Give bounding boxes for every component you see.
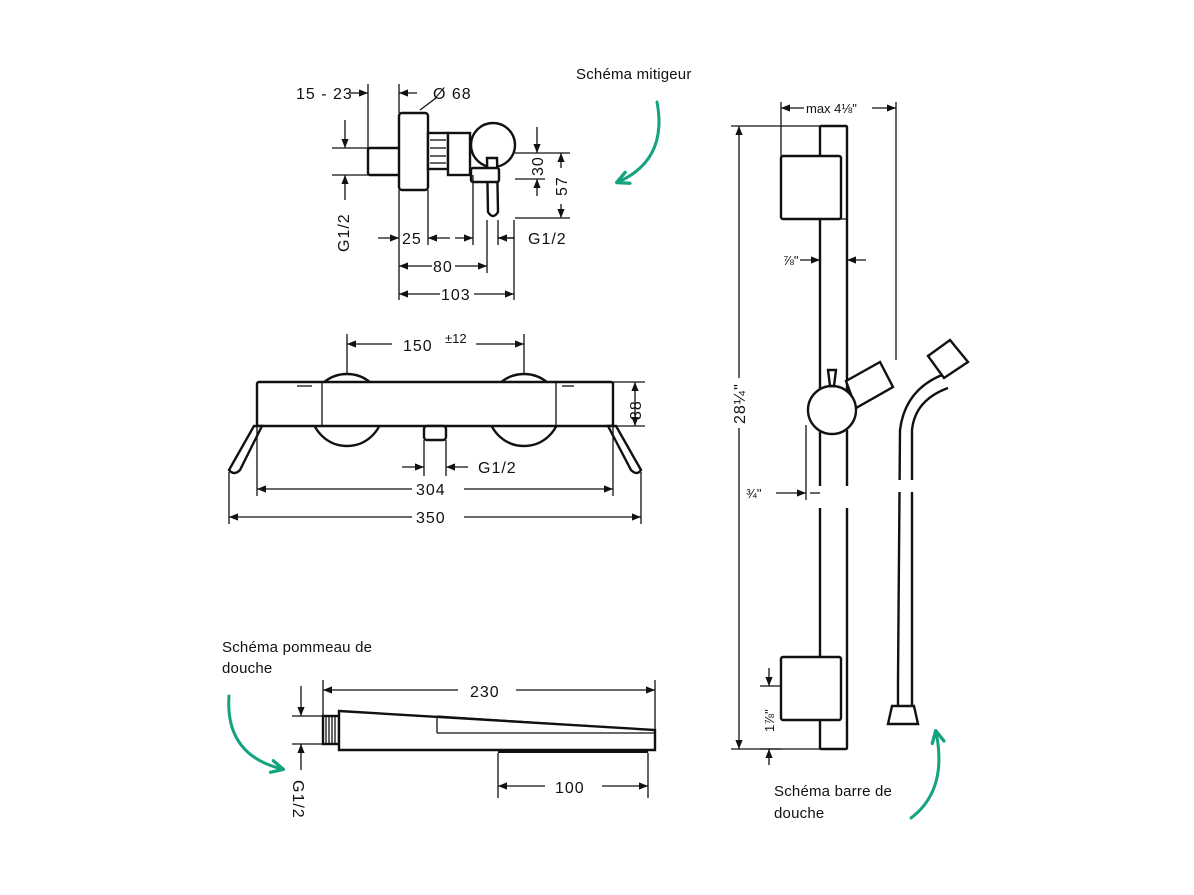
dim-304: 304 [416,482,446,499]
dim-30: 30 [530,156,547,176]
dim-7-8: ⅞" [783,253,799,268]
mixer-side-view: 15 - 23 Ø 68 G1/2 30 57 25 G1/2 [296,84,571,304]
dim-15-23: 15 - 23 [296,86,353,103]
dim-80: 80 [433,259,453,276]
dim-max-4-1-8: max 4⅛" [806,101,857,116]
dim-100: 100 [555,780,585,797]
dim-57: 57 [554,176,571,196]
dim-38: 38 [628,400,645,420]
dim-28-1-4: 28¼" [732,383,749,424]
caption-mixer: Schéma mitigeur [576,66,692,83]
dim-150-tolerance: ±12 [445,331,467,346]
dim-g12-vertical: G1/2 [336,213,353,252]
shower-bar-view: max 4⅛" ⅞" 28¼" ¾" 1⅞" [731,101,970,765]
dim-350: 350 [416,510,446,527]
green-arrow-head [227,694,282,769]
dim-g12-head: G1/2 [289,780,306,819]
dim-g12-front: G1/2 [478,460,517,477]
dim-150: 150 [403,338,433,355]
caption-head-line2: douche [222,660,272,677]
dim-g12-right: G1/2 [528,231,567,248]
dim-25: 25 [402,231,422,248]
dim-3-4: ¾" [746,486,762,501]
caption-head-line1: Schéma pommeau de [222,639,372,656]
green-arrow-bar [909,732,939,820]
green-arrow-mixer [618,100,661,182]
dim-1-7-8: 1⅞" [762,709,777,732]
mixer-front-view: 150 ±12 38 G1/2 304 350 [227,331,645,527]
shower-head-view: 230 G1/2 100 [289,680,657,819]
dim-230: 230 [470,684,500,701]
caption-bar-line1: Schéma barre de [774,783,892,800]
caption-bar-line2: douche [774,805,824,822]
dim-103: 103 [441,287,471,304]
dim-diameter-68: Ø 68 [433,86,472,103]
